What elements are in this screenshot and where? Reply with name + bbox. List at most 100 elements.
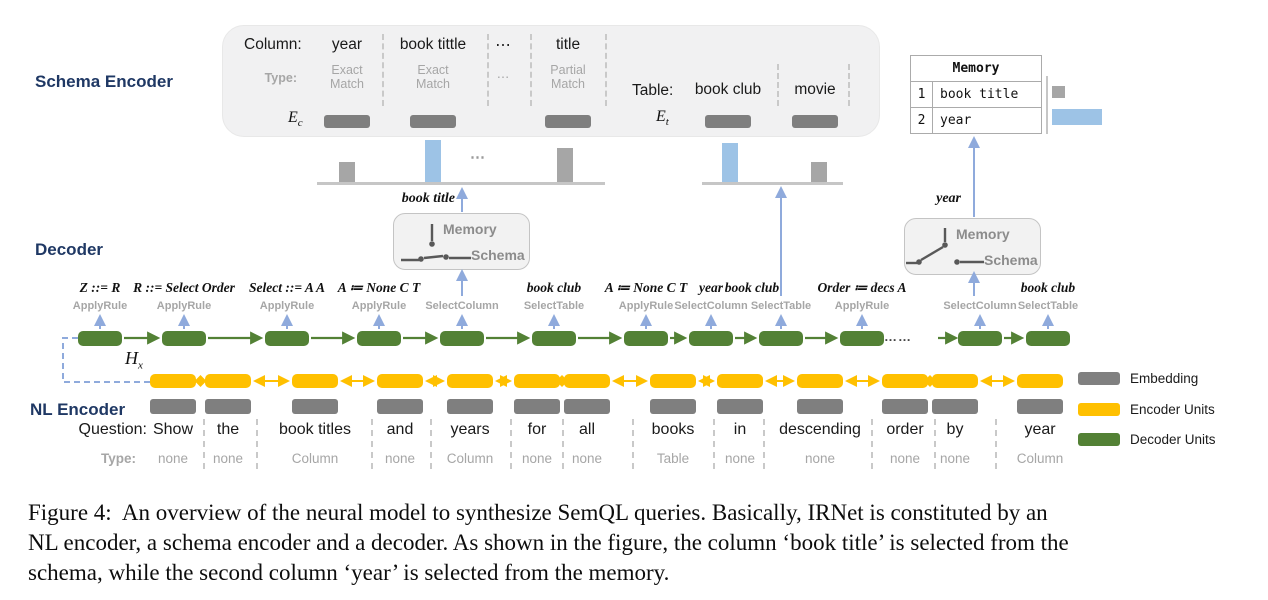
decoder-action-label: ApplyRule	[72, 300, 128, 312]
decoder-action-label: SelectColumn	[943, 300, 1017, 312]
token-separator	[256, 419, 258, 469]
schema-column-separator	[530, 34, 532, 106]
schema-column-type: ⋯	[496, 70, 510, 84]
memory-row-index: 1	[911, 82, 933, 107]
decoder-unit	[162, 331, 206, 346]
schema-column-separator	[605, 34, 607, 106]
memory-attention-bar-high	[1052, 109, 1102, 125]
encoder-unit	[514, 374, 560, 388]
question-word: in	[733, 421, 747, 438]
encoder-unit	[150, 374, 196, 388]
schema-column-type: Partial Match	[550, 63, 586, 91]
schema-column-separator	[382, 34, 384, 106]
question-word: the	[216, 421, 240, 438]
schema-column-name: book tittle	[399, 36, 467, 53]
column-header-label: Column:	[244, 36, 302, 53]
token-type: none	[889, 451, 921, 466]
decoder-unit	[958, 331, 1002, 346]
token-separator	[371, 419, 373, 469]
decoder-label: Decoder	[35, 240, 104, 259]
token-type: none	[939, 451, 971, 466]
schema-table-name: movie	[794, 81, 836, 98]
token-separator	[430, 419, 432, 469]
question-word: books	[651, 421, 695, 438]
token-type: none	[157, 451, 189, 466]
token-type: Column	[291, 451, 339, 466]
encoder-unit	[292, 374, 338, 388]
encoder-unit	[650, 374, 696, 388]
token-embedding-box	[514, 399, 560, 414]
token-separator	[713, 419, 715, 469]
token-separator	[632, 419, 634, 469]
token-embedding-box	[377, 399, 423, 414]
type-header-label: Type:	[264, 71, 297, 85]
question-word: for	[527, 421, 547, 438]
table-attention-bar	[811, 162, 827, 182]
decoder-action-label: SelectTable	[1017, 300, 1079, 312]
token-separator	[203, 419, 205, 469]
decoder-rule-label: book club	[724, 280, 780, 295]
hx-symbol: Hx	[125, 348, 143, 372]
decoder-unit	[1026, 331, 1070, 346]
memory-attention-divider	[1046, 76, 1048, 134]
memory-row: 2 year	[911, 107, 1041, 133]
encoder-unit	[882, 374, 928, 388]
encoder-unit	[447, 374, 493, 388]
token-type: none	[804, 451, 836, 466]
memory-row-value: year	[940, 113, 972, 128]
memory-row: 1 book title	[911, 82, 1041, 107]
token-embedding-box	[150, 399, 196, 414]
token-embedding-box	[882, 399, 928, 414]
token-embedding-box	[564, 399, 610, 414]
decoder-ellipsis: ……	[884, 329, 912, 344]
column-attention-baseline	[317, 182, 605, 185]
legend-swatch	[1078, 433, 1120, 446]
schema-column-type: Exact Match	[329, 63, 365, 91]
token-type: Column	[1016, 451, 1064, 466]
token-separator	[510, 419, 512, 469]
table-attention-bar-selected	[722, 143, 738, 182]
decoder-unit	[689, 331, 733, 346]
decoder-rule-label: book club	[1020, 280, 1076, 295]
decoder-unit	[624, 331, 668, 346]
token-embedding-box	[292, 399, 338, 414]
symbol-base: E	[656, 108, 666, 125]
schema-column-name: ⋯	[495, 37, 511, 54]
memory-table-title: Memory	[911, 56, 1041, 82]
decoder-rule-label: R ::= Select Order	[133, 280, 235, 295]
column-attention-bar	[557, 148, 573, 182]
decoder-action-label: SelectTable	[750, 300, 812, 312]
decoder-action-label: SelectColumn	[674, 300, 748, 312]
decoder-unit	[840, 331, 884, 346]
token-type: none	[212, 451, 244, 466]
decoder-unit	[357, 331, 401, 346]
memory-table: Memory 1 book title 2 year	[910, 55, 1042, 134]
token-separator	[763, 419, 765, 469]
decoder-rule-label: year	[699, 280, 723, 295]
encoder-unit	[205, 374, 251, 388]
encoder-unit	[797, 374, 843, 388]
switch-schema-label: Schema	[984, 252, 1038, 268]
decoder-action-label: ApplyRule	[351, 300, 407, 312]
legend-swatch	[1078, 372, 1120, 385]
token-separator	[934, 419, 936, 469]
memory-row-value: book title	[940, 87, 1019, 102]
token-type: Table	[656, 451, 690, 466]
schema-column-separator	[487, 34, 489, 106]
token-type: none	[571, 451, 603, 466]
decoder-action-label: ApplyRule	[834, 300, 890, 312]
column-attention-bar	[339, 162, 355, 182]
legend-label: Embedding	[1130, 371, 1199, 386]
switch-box-memory-selected: Memory Schema	[904, 218, 1041, 275]
decoder-unit	[440, 331, 484, 346]
question-word: years	[450, 421, 490, 438]
token-embedding-box	[650, 399, 696, 414]
decoder-unit	[78, 331, 122, 346]
token-embedding-box	[717, 399, 763, 414]
decoder-rule-label: book club	[526, 280, 582, 295]
switch-box-schema-selected: Memory Schema	[393, 213, 530, 270]
token-embedding-box	[447, 399, 493, 414]
decoder-action-label: ApplyRule	[618, 300, 674, 312]
table-embedding-box	[705, 115, 751, 128]
question-word: order	[886, 421, 924, 438]
